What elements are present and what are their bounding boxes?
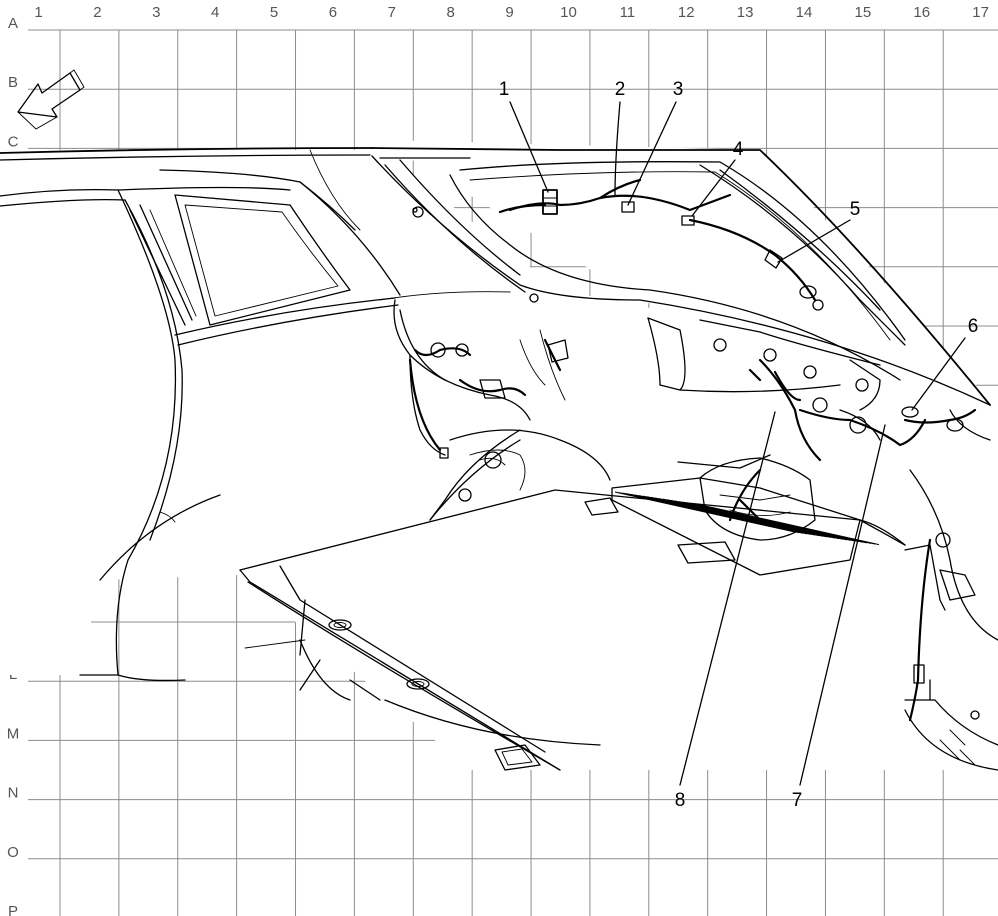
grid-column-label: 16 bbox=[913, 4, 930, 21]
grid-column-label: 8 bbox=[447, 4, 455, 21]
grid-column-label: 14 bbox=[796, 4, 813, 21]
callout-6: 6 bbox=[968, 316, 979, 337]
grid-row-label: N bbox=[8, 785, 19, 802]
right-quarter-panel bbox=[904, 409, 998, 771]
wiring-harness bbox=[408, 178, 977, 722]
grid-column-label: 15 bbox=[855, 4, 872, 21]
grid-column-label: 3 bbox=[152, 4, 160, 21]
cargo-floor-panel bbox=[239, 489, 906, 771]
grid-column-label: 1 bbox=[34, 4, 42, 21]
grid-column-label: 7 bbox=[388, 4, 396, 21]
grid-column-label: 10 bbox=[560, 4, 577, 21]
callout-7: 7 bbox=[792, 790, 803, 811]
callout-1: 1 bbox=[499, 79, 510, 100]
grid-column-label: 9 bbox=[505, 4, 513, 21]
callout-8: 8 bbox=[675, 790, 686, 811]
rear-sill-scuff-plate bbox=[611, 454, 880, 576]
grid-row-label: C bbox=[8, 133, 19, 150]
grid-column-label: 13 bbox=[737, 4, 754, 21]
scuff-plate-ribs bbox=[614, 491, 880, 546]
vehicle-body-outline bbox=[0, 147, 401, 682]
grid-column-label: 11 bbox=[620, 4, 636, 21]
grid-column-label: 17 bbox=[972, 4, 989, 21]
grid-column-label: 6 bbox=[329, 4, 337, 21]
callout-5: 5 bbox=[850, 199, 861, 220]
forward-arrow-icon bbox=[17, 69, 85, 130]
callout-3: 3 bbox=[673, 79, 684, 100]
grid-row-label: M bbox=[7, 725, 20, 742]
drawing-mask bbox=[0, 140, 998, 770]
grid-row-label: P bbox=[8, 903, 18, 916]
scuff-rib bbox=[698, 504, 880, 546]
grid-column-label: 4 bbox=[211, 4, 219, 21]
harness-connectors bbox=[412, 189, 976, 684]
grid-column-label: 5 bbox=[270, 4, 278, 21]
liftgate-opening bbox=[371, 147, 991, 406]
callout-4: 4 bbox=[733, 139, 744, 160]
callout-2: 2 bbox=[615, 79, 626, 100]
grid-column-label: 2 bbox=[93, 4, 101, 21]
grid-row-label: A bbox=[8, 15, 18, 32]
callout-labels: 1 2 3 4 5 6 7 8 bbox=[499, 79, 979, 811]
grid-column-label: 12 bbox=[678, 4, 695, 21]
callout-leaders bbox=[509, 101, 966, 786]
grid-row-label: B bbox=[8, 74, 18, 91]
grid-row-label: O bbox=[7, 844, 19, 861]
